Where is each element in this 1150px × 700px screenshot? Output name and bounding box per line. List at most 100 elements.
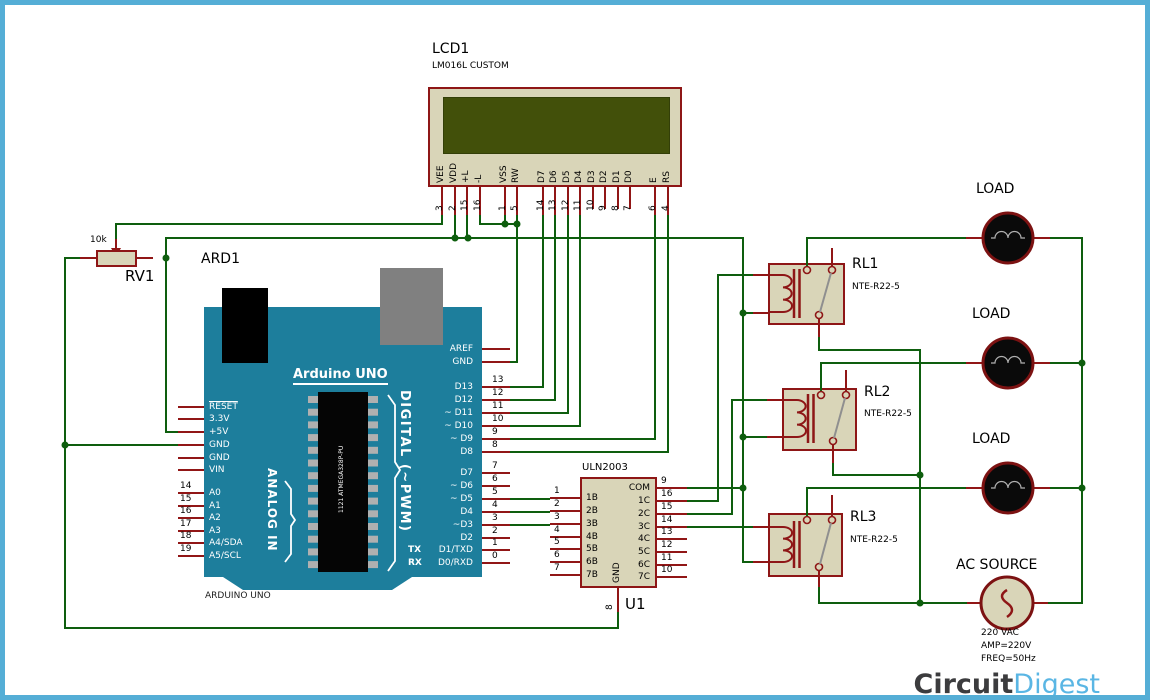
arduino-pin-label: GND	[209, 453, 230, 463]
arduino-pin-number: 13	[492, 375, 504, 385]
pot-value: 10k	[90, 235, 107, 245]
pot-ref: RV1	[125, 267, 155, 285]
arduino-pin-number: 18	[180, 531, 192, 541]
lcd-pin-label: D5	[562, 170, 572, 183]
lamp-load3-icon	[981, 461, 1035, 515]
arduino-pin-label: +5V	[209, 427, 229, 437]
lcd-pin-number: 6	[648, 205, 658, 211]
lcd-pin-label: D4	[574, 170, 584, 183]
ac-source-spec: AMP=220V	[981, 641, 1032, 651]
arduino-pin-label: GND	[209, 440, 230, 450]
arduino-pin-label: A2	[209, 513, 221, 523]
arduino-pin-number: 8	[492, 440, 498, 450]
arduino-ref: ARD1	[201, 251, 240, 267]
lcd-pin-number: 14	[536, 199, 546, 211]
load-label: LOAD	[972, 306, 1011, 322]
lcd-pin-label: RS	[662, 171, 672, 183]
uln-gnd-label: GND	[612, 562, 622, 583]
arduino-pin-label: VIN	[209, 465, 225, 475]
relay-rl1-body	[768, 263, 845, 325]
arduino-pin-label: A3	[209, 526, 221, 536]
circuitdigest-logo: CircuitDigest	[914, 669, 1100, 695]
uln-pin-label: 3B	[586, 519, 598, 529]
arduino-pin-number: 15	[180, 494, 192, 504]
arduino-pin-label: D4	[460, 507, 473, 517]
lcd-pin-number: 9	[598, 205, 608, 211]
arduino-chip-text: 1121 ATMEGA328P-PU	[338, 445, 345, 513]
arduino-pin-number: 14	[180, 481, 192, 491]
arduino-pin-label: D12	[454, 395, 473, 405]
arduino-pin-label: D13	[454, 382, 473, 392]
arduino-pin-label: RESET	[209, 402, 238, 412]
ac-source-spec: FREQ=50Hz	[981, 654, 1036, 664]
uln-pin-label: 5C	[637, 547, 650, 557]
arduino-pin-label: D2	[460, 533, 473, 543]
uln-pin-label: 3C	[637, 522, 650, 532]
lcd-pin-number: 4	[661, 205, 671, 211]
lcd-ref: LCD1	[432, 41, 470, 57]
tx-label: TX	[408, 545, 422, 555]
lcd-pin-label: D3	[587, 170, 597, 183]
arduino-pin-label: D8	[460, 447, 473, 457]
uln-pin-number: 10	[661, 565, 673, 575]
uln-pin-number: 5	[554, 537, 560, 547]
lcd-pin-label: E	[649, 177, 659, 183]
arduino-pin-number: 0	[492, 551, 498, 561]
lcd-part-number: LM016L CUSTOM	[432, 61, 509, 71]
arduino-pin-number: 1	[492, 538, 498, 548]
uln-pin-label: 5B	[586, 544, 598, 554]
uln-pin-label: COM	[628, 483, 650, 493]
arduino-pin-number: 10	[492, 414, 504, 424]
lcd-pin-number: 10	[586, 199, 596, 211]
lcd-pin-label: D6	[549, 170, 559, 183]
uln-part-number: ULN2003	[582, 462, 628, 473]
relay-rl2-body	[782, 388, 857, 451]
lamp-load1-icon	[981, 211, 1035, 265]
uln-pin-number: 6	[554, 550, 560, 560]
uln-pin-number: 4	[554, 525, 560, 535]
lcd-pin-number: 11	[573, 199, 583, 211]
lcd-pin-number: 5	[510, 205, 520, 211]
arduino-pin-number: 17	[180, 519, 192, 529]
arduino-pin-label: ~ D9	[449, 434, 473, 444]
lcd-pin-number: 12	[561, 199, 571, 211]
lcd-pin-number: 16	[473, 199, 483, 211]
uln-ref: U1	[625, 595, 646, 613]
arduino-pin-label: ~ D6	[449, 481, 473, 491]
arduino-power-jack	[222, 288, 268, 363]
lcd-pin-label: VSS	[499, 165, 509, 183]
lamp-load2-icon	[981, 336, 1035, 390]
lcd-pin-label: D2	[599, 170, 609, 183]
uln-pin-number: 2	[554, 499, 560, 509]
arduino-pin-number: 4	[492, 500, 498, 510]
uln-pin-label: 2B	[586, 506, 598, 516]
lcd-pin-label: RW	[511, 168, 521, 183]
uln-pin-label: 6B	[586, 557, 598, 567]
lcd-pin-label: VDD	[449, 162, 459, 183]
lcd-display	[443, 97, 670, 154]
lcd-pin-label: +L	[461, 170, 471, 183]
lcd-pin-number: 3	[435, 205, 445, 211]
uln-pin-number: 16	[661, 489, 673, 499]
relay-part-number: NTE-R22-5	[852, 282, 900, 292]
arduino-pin-number: 5	[492, 487, 498, 497]
ac-source-spec: 220 VAC	[981, 628, 1019, 638]
arduino-board-title: Arduino UNO	[293, 367, 388, 385]
arduino-pin-number: 2	[492, 526, 498, 536]
relay-ref: RL2	[864, 384, 891, 400]
lcd-pin-number: 1	[498, 205, 508, 211]
arduino-pin-number: 3	[492, 513, 498, 523]
uln-pin-label: 7C	[637, 572, 650, 582]
arduino-pin-number: 19	[180, 544, 192, 554]
arduino-pin-number: 7	[492, 461, 498, 471]
arduino-pin-label: D7	[460, 468, 473, 478]
lcd-pin-number: 13	[548, 199, 558, 211]
arduino-pin-label: ~D3	[452, 520, 473, 530]
uln-pin-number: 3	[554, 512, 560, 522]
uln-pin-number: 1	[554, 486, 560, 496]
arduino-pin-label: A0	[209, 488, 221, 498]
uln-pin-number: 12	[661, 540, 673, 550]
arduino-pin-label: D0/RXD	[437, 558, 473, 568]
ac-source-label: AC SOURCE	[956, 557, 1038, 573]
